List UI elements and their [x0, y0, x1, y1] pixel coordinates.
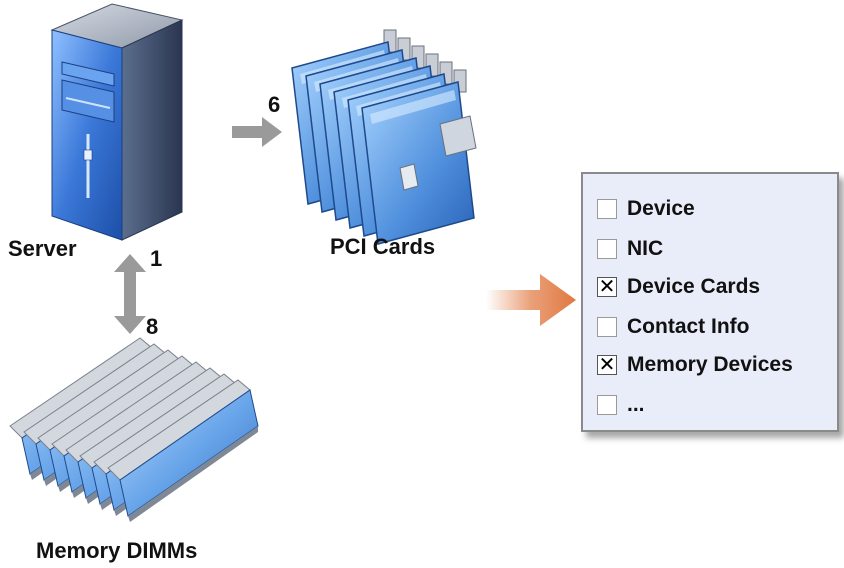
checklist-item-label: Memory Devices [627, 353, 793, 376]
pci-cards-label: PCI Cards [330, 234, 436, 259]
pci-count: 6 [268, 92, 281, 117]
memory-dimms-icon [9, 337, 259, 523]
pci-cards-icon [291, 29, 477, 245]
checklist-item-device[interactable]: Device [597, 194, 695, 224]
arrow-right-icon [232, 117, 282, 147]
checklist-item-nic[interactable]: NIC [597, 234, 663, 264]
inventory-checklist: Device NIC ✕ Device Cards Contact Info ✕… [581, 172, 839, 432]
server-count: 1 [150, 246, 163, 271]
checklist-item-contact-info[interactable]: Contact Info [597, 312, 749, 342]
orange-arrow-icon [486, 274, 576, 326]
memory-dimms-label: Memory DIMMs [36, 538, 198, 563]
checklist-item-label: Device Cards [627, 275, 761, 298]
checkbox-checked[interactable]: ✕ [597, 354, 617, 376]
checklist-item-label: NIC [627, 237, 664, 260]
checkbox[interactable] [597, 395, 617, 415]
checkbox-checked[interactable]: ✕ [597, 276, 617, 298]
checklist-item-more[interactable]: ... [597, 390, 645, 420]
checklist-item-memory-devices[interactable]: ✕ Memory Devices [597, 350, 793, 380]
checkbox[interactable] [597, 317, 617, 337]
checklist-item-label: ... [627, 393, 645, 416]
checklist-item-label: Contact Info [627, 315, 750, 338]
checkbox[interactable] [597, 199, 617, 219]
server-tower-icon [50, 3, 184, 241]
server-label: Server [8, 236, 77, 261]
memory-count: 8 [146, 314, 159, 339]
double-arrow-vertical-icon [114, 254, 146, 334]
checkbox[interactable] [597, 239, 617, 259]
checklist-item-device-cards[interactable]: ✕ Device Cards [597, 272, 760, 302]
checklist-item-label: Device [627, 197, 695, 220]
